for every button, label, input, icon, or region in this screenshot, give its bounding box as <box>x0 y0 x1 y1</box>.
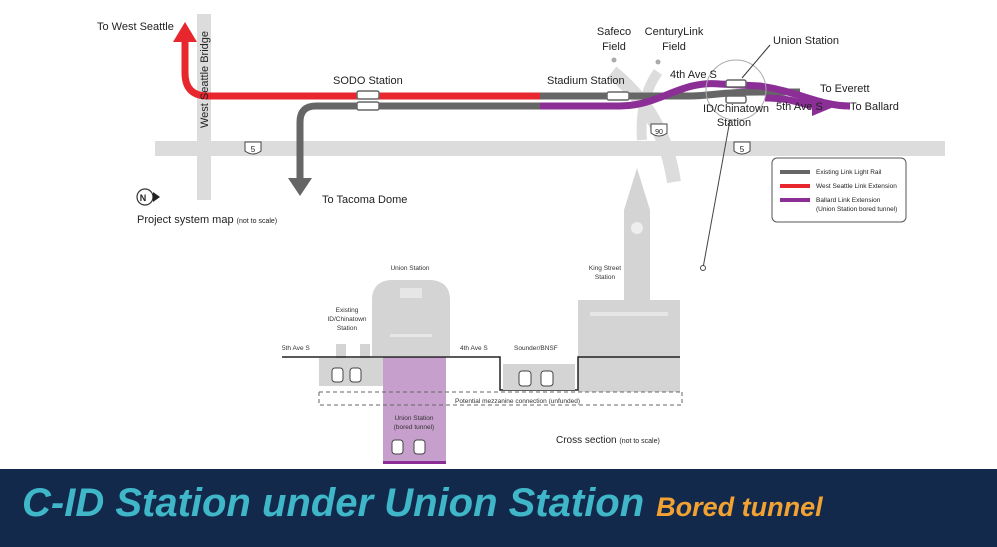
stadium-station-label: Stadium Station <box>547 75 625 87</box>
cs-existing-label-1: Existing <box>336 307 359 314</box>
cs-bored-label-1: Union Station <box>394 415 433 422</box>
legend: Existing Link Light Rail West Seattle Li… <box>771 157 907 223</box>
cs-bored-label-2: (bored tunnel) <box>394 424 434 431</box>
callout-dot <box>700 265 706 271</box>
bored-tunnel-floor <box>383 461 446 464</box>
centurylink-label-2: Field <box>662 41 686 53</box>
cs-caption: Cross section (not to scale) <box>556 435 660 446</box>
map-caption: Project system map (not to scale) <box>137 214 277 226</box>
legend-west-seattle: West Seattle Link Extension <box>816 183 897 190</box>
to-tacoma-dome-label: To Tacoma Dome <box>322 194 407 206</box>
north-arrow-icon: N <box>136 188 160 206</box>
union-station-marker <box>705 59 767 121</box>
west-seattle-bridge-road <box>197 14 211 200</box>
cs-fifth-ave-label: 5th Ave S <box>282 345 310 352</box>
sodo-station-label: SODO Station <box>333 75 403 87</box>
i90-road <box>607 66 681 184</box>
west-seattle-bridge-label: West Seattle Bridge <box>199 31 211 128</box>
i5-road <box>155 141 945 156</box>
i90-shield: 90 <box>650 123 668 137</box>
id-chinatown-label-2: Station <box>717 117 751 129</box>
existing-link-line <box>296 102 540 178</box>
ballard-arrowhead <box>812 96 836 116</box>
legend-existing: Existing Link Light Rail <box>816 169 882 176</box>
cs-existing-label-2: ID/Chinatown <box>327 316 366 323</box>
callout-line <box>702 119 731 269</box>
union-station-label: Union Station <box>773 35 839 47</box>
sodo-station-marker <box>356 90 380 111</box>
safeco-dot <box>611 57 617 63</box>
west-seattle-line <box>181 42 540 100</box>
cs-king-street-label-2: Station <box>595 274 616 281</box>
centurylink-dot <box>655 59 661 65</box>
i5-shield-west: 5 <box>244 141 262 155</box>
train-icons <box>331 367 554 455</box>
cs-sounder-label: Sounder/BNSF <box>514 345 558 352</box>
king-street-station <box>578 168 680 392</box>
i5-shield-label: 5 <box>740 145 745 154</box>
i90-shield-label: 90 <box>655 129 663 136</box>
existing-station-building-1 <box>336 344 346 358</box>
title-banner: C-ID Station under Union Station Bored tu… <box>0 469 997 547</box>
cs-mezzanine-label: Potential mezzanine connection (unfunded… <box>455 398 580 405</box>
legend-ballard: Ballard Link Extension <box>816 197 881 204</box>
fourth-ave-label: 4th Ave S <box>670 69 717 81</box>
cs-existing-label-3: Station <box>337 325 358 332</box>
banner-title: C-ID Station under Union Station Bored tu… <box>22 481 823 526</box>
existing-station-building-2 <box>360 344 370 358</box>
to-west-seattle-label: To West Seattle <box>97 21 174 33</box>
id-chinatown-label-1: ID/Chinatown <box>703 103 769 115</box>
legend-ballard-sub: (Union Station bored tunnel) <box>816 206 897 213</box>
safeco-label-1: Safeco <box>597 26 631 38</box>
to-ballard-label: To Ballard <box>850 101 899 113</box>
sounder-box <box>503 364 575 390</box>
union-station-building <box>372 280 450 356</box>
centurylink-label-1: CenturyLink <box>645 26 704 38</box>
stadium-station-marker <box>606 91 630 101</box>
tacoma-arrowhead <box>288 178 312 196</box>
safeco-label-2: Field <box>602 41 626 53</box>
cs-king-street-label-1: King Street <box>589 265 621 272</box>
cs-fourth-ave-label: 4th Ave S <box>460 345 488 352</box>
union-station-leader <box>741 44 771 79</box>
west-seattle-arrowhead <box>173 22 197 42</box>
banner-subtitle: Bored tunnel <box>656 492 823 522</box>
existing-link-line-east <box>540 88 800 100</box>
system-map-diagram: 5 5 90 To West Seattle West Seattle Brid… <box>97 14 945 464</box>
fifth-ave-label: 5th Ave S <box>776 101 823 113</box>
banner-title-text: C-ID Station under Union Station <box>22 481 645 525</box>
ballard-line-everett <box>764 94 813 110</box>
cs-union-station-label: Union Station <box>390 265 429 272</box>
to-everett-label: To Everett <box>820 83 870 95</box>
i5-shield-east: 5 <box>733 141 751 155</box>
i5-shield-label: 5 <box>251 145 256 154</box>
north-letter: N <box>140 193 147 203</box>
